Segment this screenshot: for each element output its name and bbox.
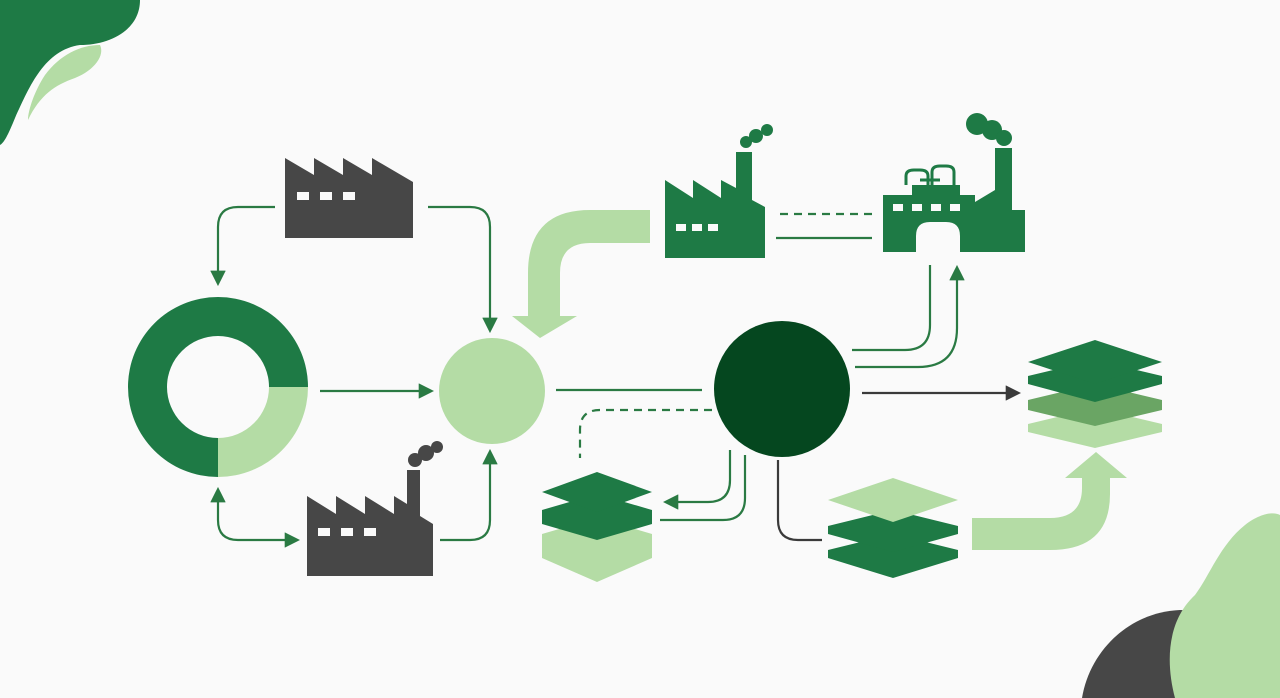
edge-hub-dark-secondary bbox=[660, 455, 747, 522]
factory-icon bbox=[285, 158, 413, 238]
broad-arrow-layers-to-layers bbox=[972, 452, 1127, 550]
layers-stack-icon bbox=[542, 472, 652, 582]
edge-donut-factory-bidirectional bbox=[210, 486, 301, 548]
edge-hub-dark-to-layers-bottom-left bbox=[662, 450, 732, 510]
edge-hub-dark-to-layers-bottom-middle bbox=[776, 460, 822, 542]
edge-hub-dark-to-refinery-b bbox=[855, 264, 965, 369]
edge-factory-bottom-to-hub-light bbox=[440, 448, 498, 542]
corner-blob-top-left bbox=[0, 0, 140, 145]
corner-blob-bottom-right bbox=[1082, 513, 1280, 698]
factory-chimney-icon bbox=[307, 441, 443, 576]
connector-lines bbox=[210, 205, 1022, 548]
hub-light-circle-icon bbox=[439, 338, 545, 444]
edge-dashed-hub-dark-to-layers bbox=[578, 408, 712, 458]
hub-dark-circle-icon bbox=[714, 321, 850, 457]
donut-chart-icon bbox=[128, 297, 308, 477]
broad-arrow-factory-to-hub bbox=[512, 210, 650, 338]
refinery-icon bbox=[883, 113, 1025, 252]
layers-stack-icon bbox=[1028, 340, 1162, 448]
layers-stack-icon bbox=[828, 478, 958, 578]
edge-factory-to-donut bbox=[210, 205, 275, 287]
edge-hub-dark-to-refinery-a bbox=[852, 265, 932, 352]
edge-factory-to-hub-light bbox=[428, 205, 498, 334]
factory-chimney-icon bbox=[665, 124, 773, 258]
